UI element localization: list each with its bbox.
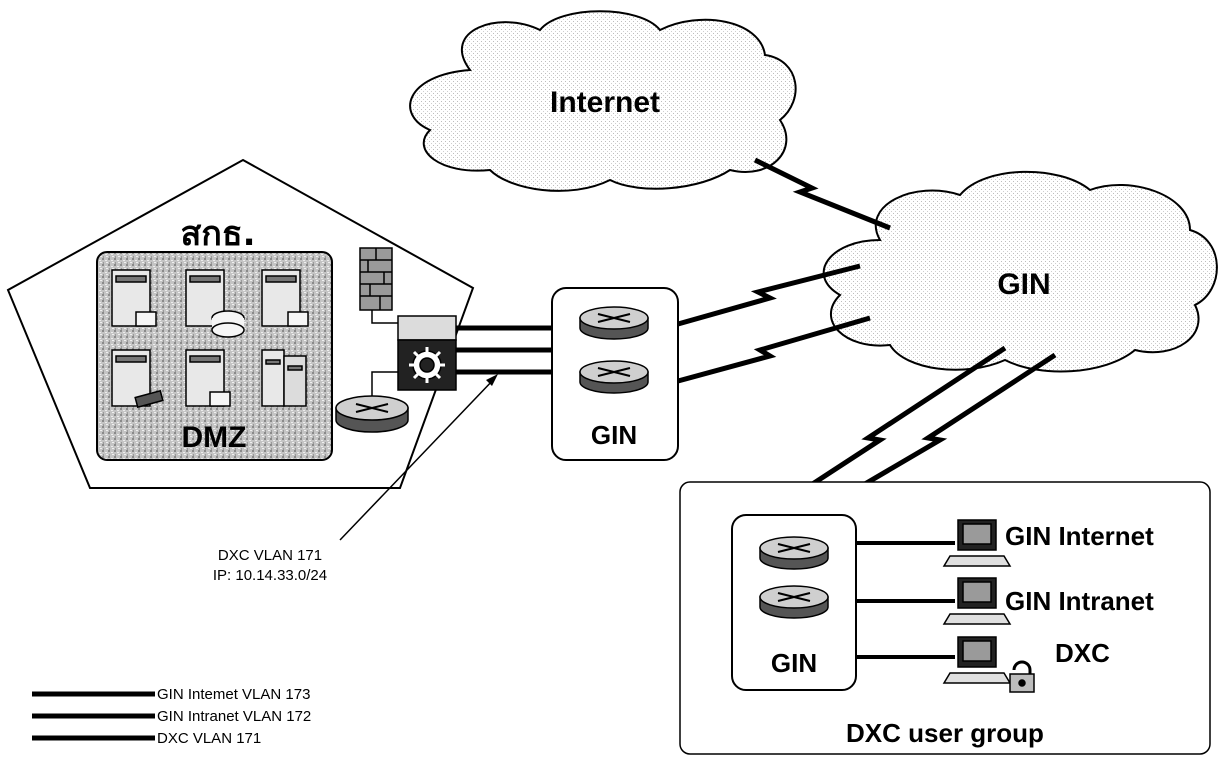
usergroup-uplink-1	[763, 345, 1007, 518]
internet-gin-link	[753, 157, 891, 231]
endpoint-label-dxc: DXC	[1055, 638, 1110, 668]
legend-label-vlan-172: GIN Intranet VLAN 172	[157, 708, 311, 725]
gin-router-box-label: GIN	[591, 420, 637, 450]
gin-router-uplink-1	[677, 263, 861, 327]
wan-links	[677, 157, 1057, 518]
endpoint-label-gin-intranet: GIN Intranet	[1005, 586, 1154, 616]
user-group-router-icon	[759, 536, 829, 570]
pc-lock-icon	[942, 636, 1035, 693]
core-switch-icon	[397, 315, 457, 391]
vlan-links	[456, 325, 552, 375]
server-icon	[261, 269, 309, 327]
cluster-server-icon	[261, 349, 307, 407]
endpoint-label-gin-internet: GIN Internet	[1005, 521, 1154, 551]
vlan-annotation-line1: DXC VLAN 171	[218, 547, 322, 564]
database-server-icon	[185, 269, 245, 338]
vlan-annotation-arrow	[339, 374, 498, 541]
user-group-label: DXC user group	[846, 718, 1044, 748]
gin-router-icon	[579, 306, 649, 340]
workstation-server-icon	[111, 349, 164, 409]
endpoint-links	[856, 541, 955, 659]
internet-cloud	[409, 10, 797, 192]
legend: GIN Intemet VLAN 173 GIN Intranet VLAN 1…	[32, 686, 311, 747]
server-icon	[185, 349, 231, 407]
firewall-switch-connector	[371, 310, 398, 324]
site-title: สกธ.	[180, 214, 255, 254]
internet-cloud-label: Internet	[550, 86, 660, 119]
server-icons	[111, 269, 309, 409]
server-icon	[111, 269, 157, 327]
usergroup-uplink-2	[810, 352, 1057, 518]
edge-router-icon	[335, 395, 409, 433]
user-group-router-label: GIN	[771, 648, 817, 678]
gin-router-icon	[579, 360, 649, 394]
firewall-icon	[359, 247, 393, 311]
gin-cloud	[822, 170, 1218, 373]
pc-icon	[942, 519, 1012, 567]
gin-router-uplink-2	[677, 315, 871, 384]
router-switch-connector	[371, 371, 398, 398]
vlan-annotation-line2: IP: 10.14.33.0/24	[213, 567, 327, 584]
pc-icon	[942, 577, 1012, 625]
dmz-label: DMZ	[182, 421, 247, 454]
legend-label-vlan-171: DXC VLAN 171	[157, 730, 261, 747]
gin-cloud-label: GIN	[997, 268, 1050, 301]
legend-label-vlan-173: GIN Intemet VLAN 173	[157, 686, 310, 703]
user-group-router-icon	[759, 585, 829, 619]
